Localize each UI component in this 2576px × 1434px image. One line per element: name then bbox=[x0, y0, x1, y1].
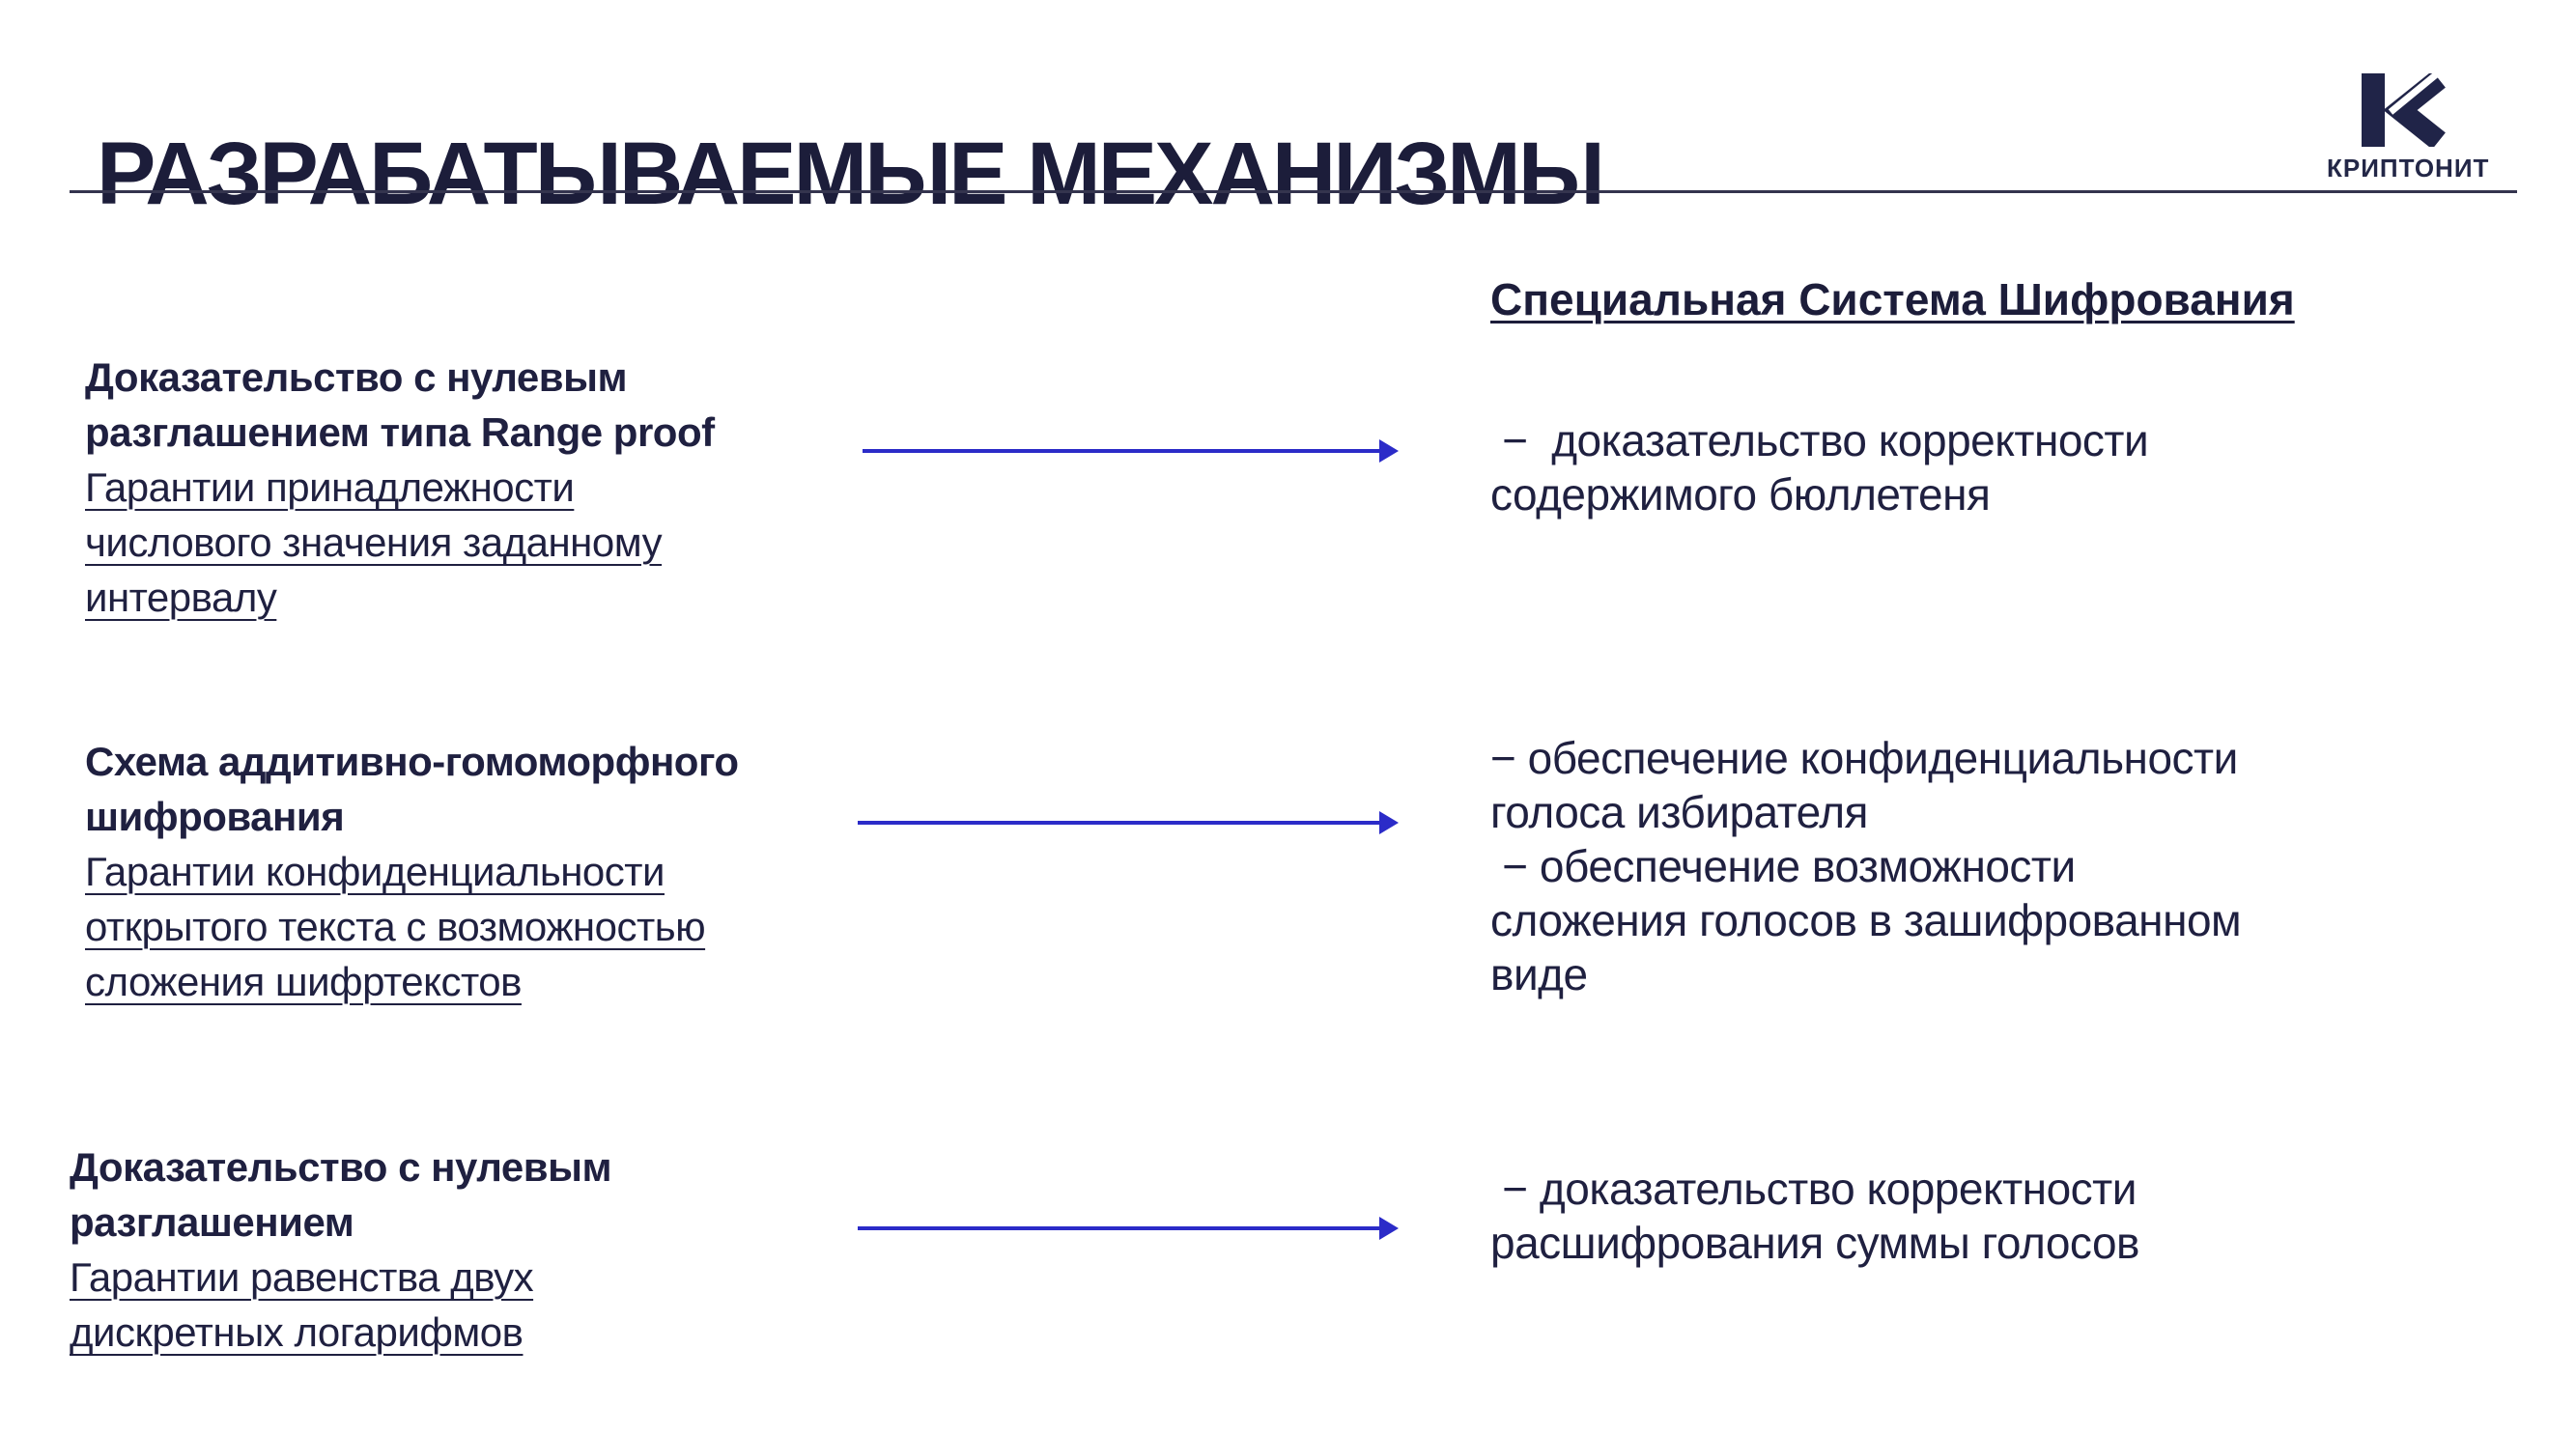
outcome-text-ballot-correctness: − доказательство корректности содержимог… bbox=[1490, 415, 2149, 520]
kryptonit-logo: КРИПТОНИТ bbox=[2327, 73, 2490, 183]
mechanism-heading: Доказательство с нулевым разглашением ти… bbox=[85, 354, 715, 455]
mechanism-guarantee-text: Гарантии принадлежности числового значен… bbox=[85, 464, 663, 620]
title-divider bbox=[70, 190, 2517, 193]
arrow-head bbox=[1379, 1217, 1399, 1240]
arrow-right-icon bbox=[858, 811, 1399, 834]
mechanism-block-additive-homomorphic: Схема аддитивно-гомоморфного шифрования … bbox=[85, 734, 867, 1009]
right-column-header: Специальная Система Шифрования bbox=[1490, 274, 2295, 324]
mechanism-guarantee-text: Гарантии конфиденциальности открытого те… bbox=[85, 849, 706, 1004]
arrow-right-icon bbox=[858, 1217, 1399, 1240]
arrow-right-icon bbox=[863, 439, 1399, 463]
mechanism-heading: Схема аддитивно-гомоморфного шифрования bbox=[85, 739, 739, 839]
arrow-head bbox=[1379, 439, 1399, 463]
arrow-shaft bbox=[858, 1226, 1385, 1230]
arrow-shaft bbox=[858, 821, 1385, 825]
kryptonit-k-monogram-icon bbox=[2362, 73, 2446, 147]
mechanism-heading: Доказательство с нулевым разглашением bbox=[70, 1144, 612, 1245]
mechanism-guarantee-text: Гарантии равенства двух дискретных логар… bbox=[70, 1254, 534, 1355]
outcome-text-sum-decryption-correctness: − доказательство корректности расшифрова… bbox=[1490, 1164, 2139, 1268]
logo-brand-name: КРИПТОНИТ bbox=[2327, 154, 2490, 183]
outcome-text-vote-confidentiality: − обеспечение конфиденциальности голоса … bbox=[1490, 733, 2242, 999]
arrow-head bbox=[1379, 811, 1399, 834]
page-title: РАЗРАБАТЫВАЕМЫЕ МЕХАНИЗМЫ bbox=[97, 124, 1605, 223]
arrow-shaft bbox=[863, 449, 1385, 453]
mechanism-block-range-proof: Доказательство с нулевым разглашением ти… bbox=[85, 350, 867, 625]
mechanism-block-zero-knowledge: Доказательство с нулевым разглашением Га… bbox=[70, 1139, 852, 1360]
